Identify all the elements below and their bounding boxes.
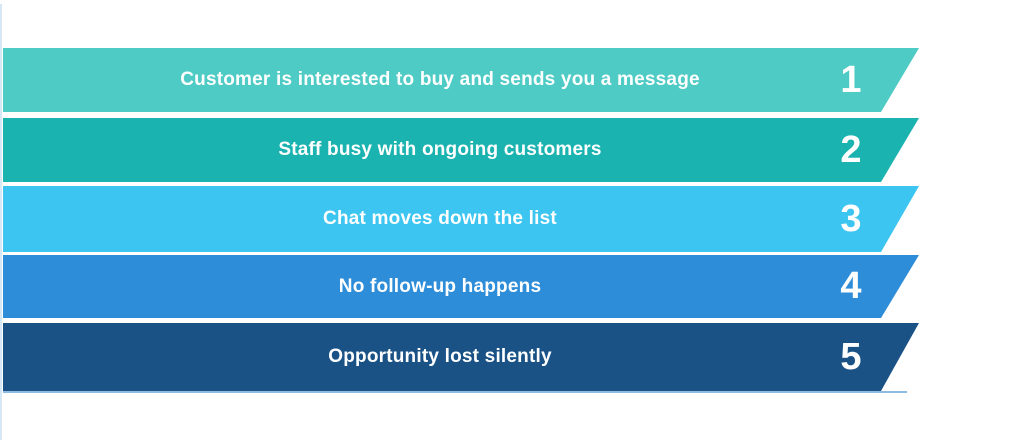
step-number: 2 — [840, 128, 862, 171]
step-number: 1 — [840, 58, 862, 101]
step-label: Customer is interested to buy and sends … — [180, 69, 700, 90]
step-bar-4: No follow-up happens 4 — [3, 255, 919, 318]
step-bar-1: Customer is interested to buy and sends … — [3, 48, 919, 112]
step-number: 3 — [840, 197, 862, 240]
step-bar-3: Chat moves down the list 3 — [3, 186, 919, 252]
step-bar-2: Staff busy with ongoing customers 2 — [3, 118, 919, 182]
step-number: 5 — [840, 335, 862, 378]
step-label: Chat moves down the list — [323, 208, 557, 229]
step-bar-5: Opportunity lost silently 5 — [3, 323, 919, 391]
step-number: 4 — [840, 265, 862, 307]
frame-left-edge-line — [0, 4, 2, 440]
step-label: Staff busy with ongoing customers — [278, 139, 602, 160]
frame-bottom-line — [3, 391, 907, 393]
step-label: Opportunity lost silently — [328, 346, 552, 367]
step-label: No follow-up happens — [338, 275, 542, 297]
